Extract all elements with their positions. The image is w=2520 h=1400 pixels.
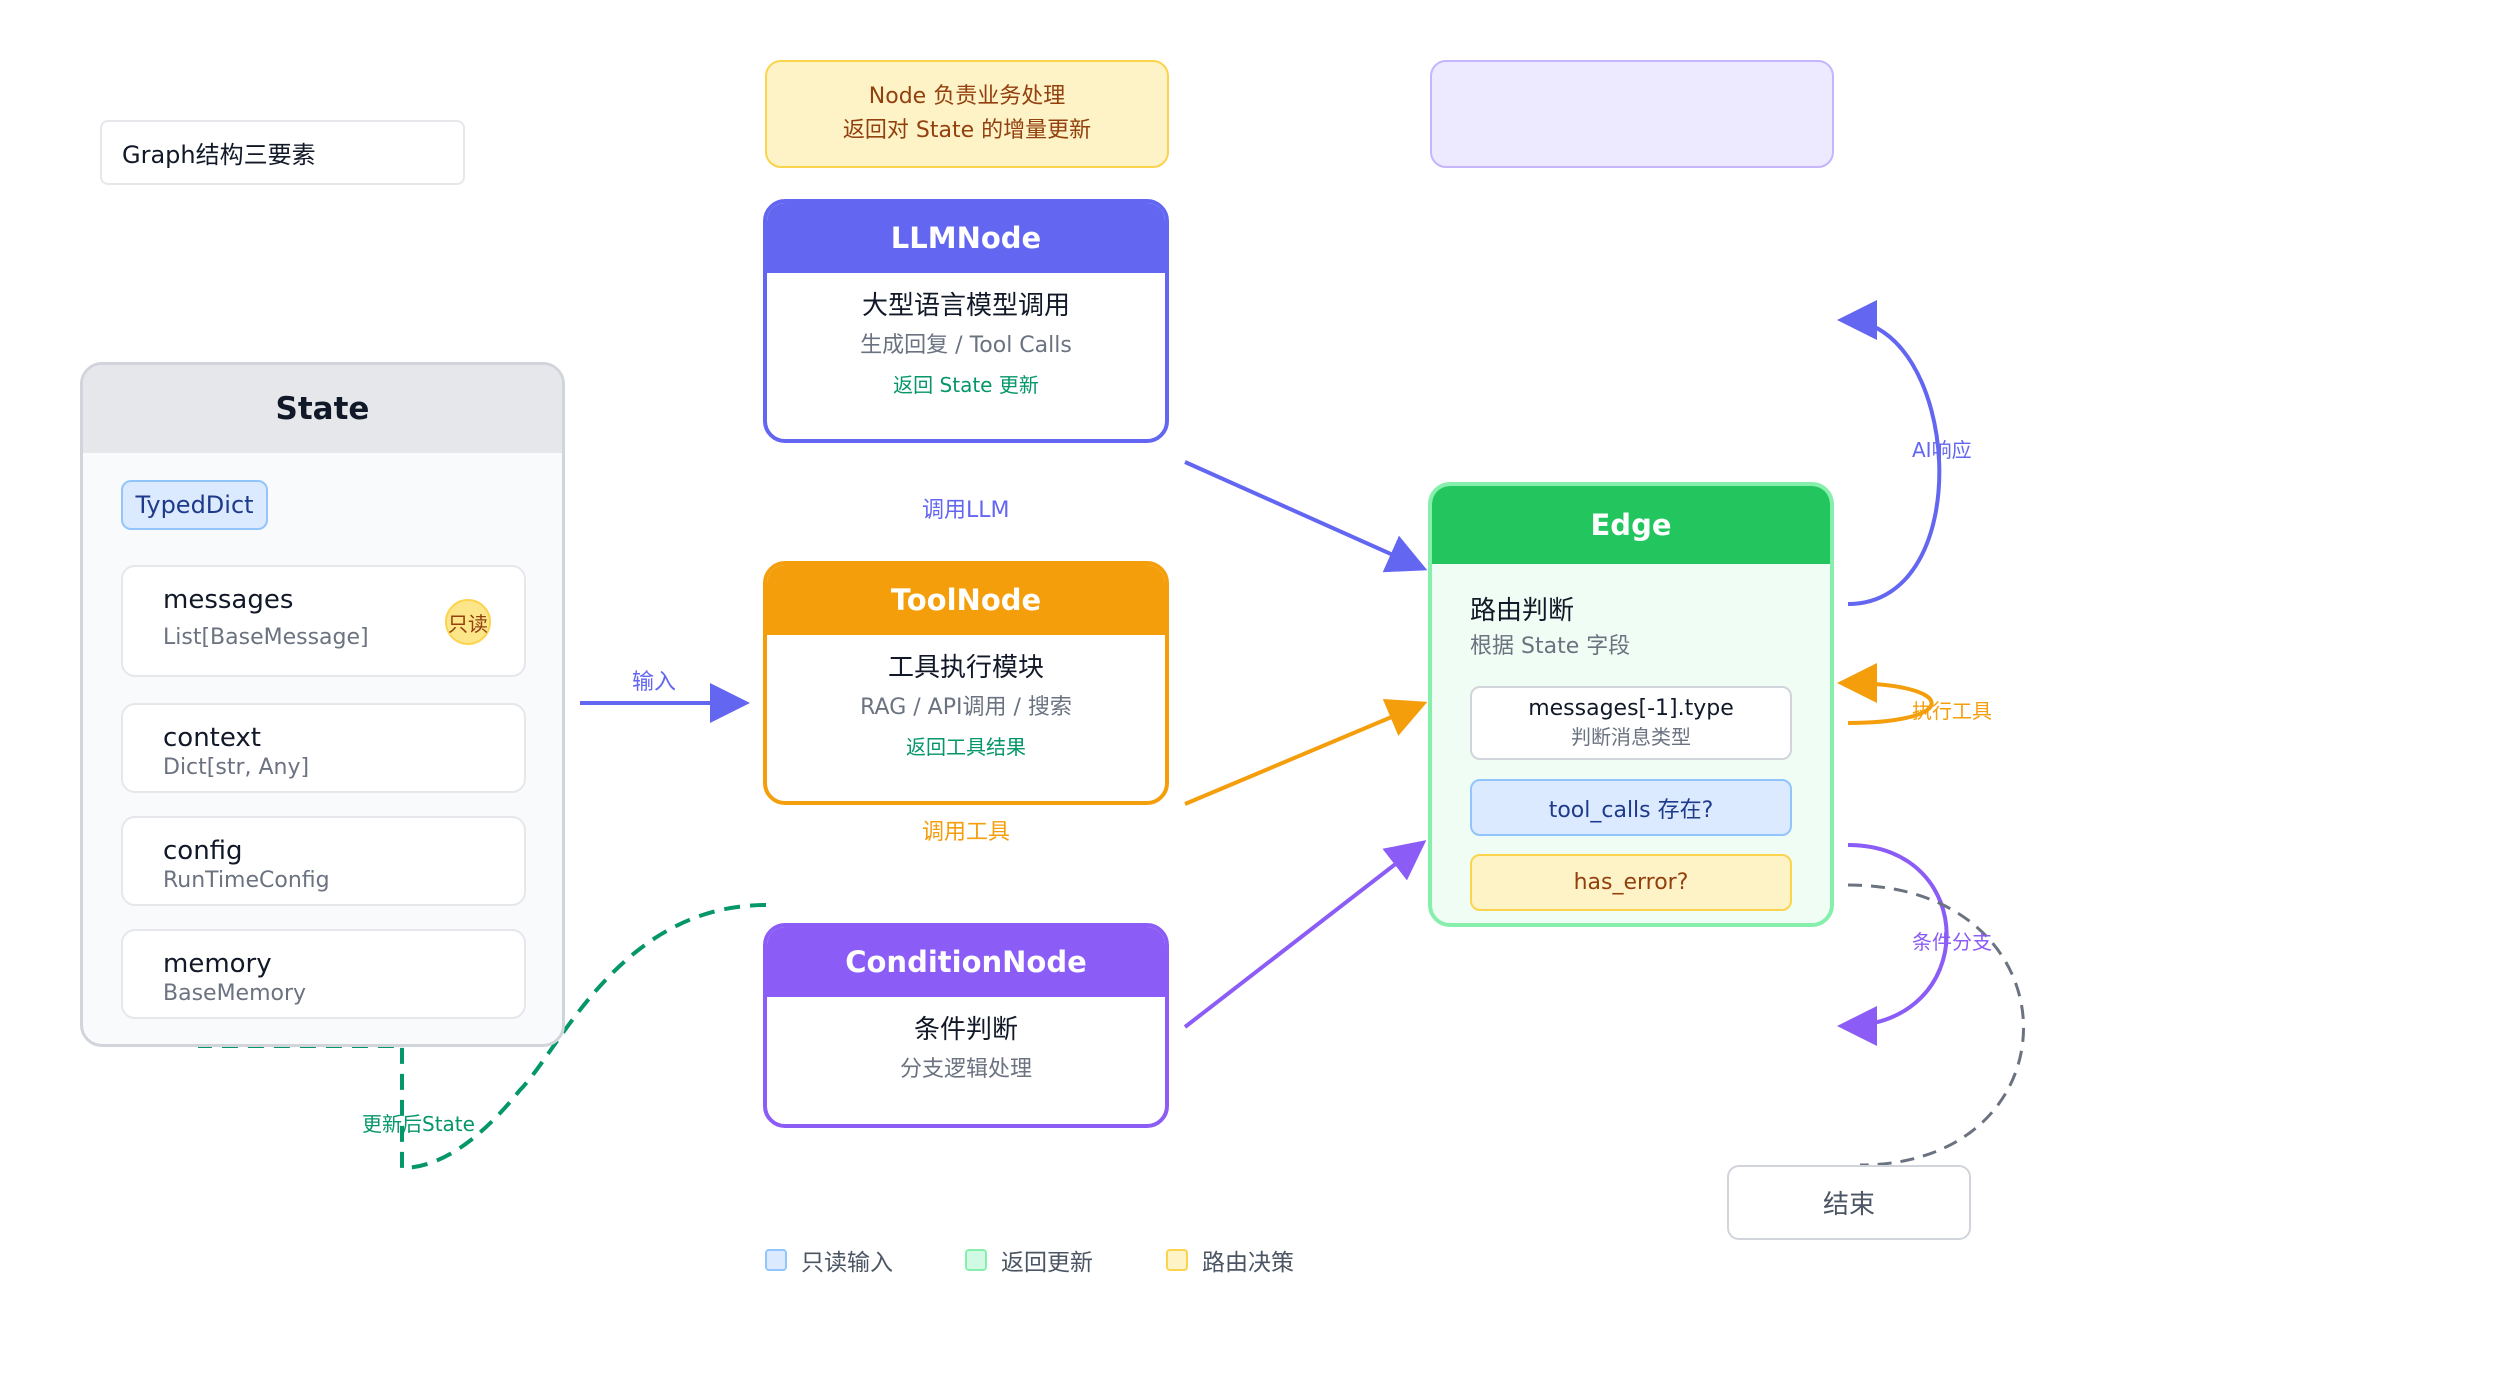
tool-node-return: 返回工具结果 xyxy=(906,735,1026,759)
typeddict-badge: TypedDict xyxy=(121,480,268,530)
updated-state-arrow xyxy=(104,903,767,1171)
field-type: Dict[str, Any] xyxy=(163,755,310,780)
state-field-config: config RunTimeConfig xyxy=(121,816,526,906)
ai-response-arrow xyxy=(1837,300,1942,606)
cond-branch-arrow xyxy=(1837,843,1949,1046)
edge-card: Edge 路由判断 根据 State 字段 messages[-1].type … xyxy=(1428,482,1834,927)
state-field-memory: memory BaseMemory xyxy=(121,929,526,1019)
condition-message-type-expr: messages[-1].type xyxy=(1528,696,1734,721)
field-name: messages xyxy=(163,585,294,615)
tool-node: ToolNode 工具执行模块 RAG / API调用 / 搜索 返回工具结果 xyxy=(763,561,1169,805)
node-note-line2: 返回对 State 的增量更新 xyxy=(842,118,1092,143)
empty-note xyxy=(1430,60,1834,168)
input-label: 输入 xyxy=(632,670,677,695)
updated-state-label: 更新后State xyxy=(362,1112,475,1136)
call-tool-label: 调用工具 xyxy=(922,820,1011,845)
field-name: config xyxy=(163,836,243,866)
condition-node-subtitle: 分支逻辑处理 xyxy=(899,1057,1032,1082)
condition-message-type-desc: 判断消息类型 xyxy=(1571,725,1691,749)
field-name: memory xyxy=(163,949,272,979)
llm-node-title: 大型语言模型调用 xyxy=(861,291,1070,321)
edge-header: Edge xyxy=(1432,486,1830,564)
state-header: State xyxy=(83,365,562,453)
state-field-messages: messages List[BaseMessage] 只读 xyxy=(121,565,526,677)
condition-node-header: ConditionNode xyxy=(767,927,1165,997)
llm-to-edge-arrow xyxy=(1184,460,1428,573)
ai-response-label: AI响应 xyxy=(1912,438,1972,462)
end-node: 结束 xyxy=(1727,1165,1971,1240)
field-type: List[BaseMessage] xyxy=(163,625,369,650)
llm-node-subtitle: 生成回复 / Tool Calls xyxy=(860,333,1072,358)
condition-message-type: messages[-1].type 判断消息类型 xyxy=(1470,686,1792,760)
legend-item-routing: 路由决策 xyxy=(1166,1243,1294,1277)
legend-item-readonly: 只读输入 xyxy=(765,1243,893,1277)
legend-label: 只读输入 xyxy=(801,1250,893,1276)
diagram-title: Graph结构三要素 xyxy=(100,120,465,185)
field-type: BaseMemory xyxy=(163,981,307,1006)
tool-node-subtitle: RAG / API调用 / 搜索 xyxy=(860,695,1072,720)
llm-node-return: 返回 State 更新 xyxy=(893,373,1039,397)
edge-title: 路由判断 xyxy=(1470,596,1575,626)
legend-item-update: 返回更新 xyxy=(965,1243,1093,1277)
field-type: RunTimeConfig xyxy=(163,868,330,893)
condition-node: ConditionNode 条件判断 分支逻辑处理 xyxy=(763,923,1169,1128)
node-note: Node 负责业务处理 返回对 State 的增量更新 xyxy=(765,60,1169,168)
legend-label: 返回更新 xyxy=(1001,1250,1093,1276)
condition-tool-calls: tool_calls 存在? xyxy=(1470,779,1792,836)
llm-node: LLMNode 大型语言模型调用 生成回复 / Tool Calls 返回 St… xyxy=(763,199,1169,443)
tool-node-header: ToolNode xyxy=(767,565,1165,635)
legend-swatch xyxy=(965,1249,987,1271)
cond-to-edge-arrow xyxy=(1183,840,1427,1029)
legend-swatch xyxy=(1166,1249,1188,1271)
exec-tool-arrow xyxy=(1837,663,1934,725)
state-field-context: context Dict[str, Any] xyxy=(121,703,526,793)
legend-label: 路由决策 xyxy=(1202,1250,1294,1276)
legend-swatch xyxy=(765,1249,787,1271)
node-note-line1: Node 负责业务处理 xyxy=(868,84,1066,109)
condition-node-title: 条件判断 xyxy=(913,1015,1018,1045)
field-name: context xyxy=(163,723,261,753)
condition-has-error: has_error? xyxy=(1470,854,1792,911)
tool-node-title: 工具执行模块 xyxy=(887,653,1044,683)
call-llm-label: 调用LLM xyxy=(922,498,1010,523)
tool-to-edge-arrow xyxy=(1184,698,1428,806)
llm-node-header: LLMNode xyxy=(767,203,1165,273)
readonly-badge: 只读 xyxy=(445,599,491,645)
exec-tool-label: 执行工具 xyxy=(1912,699,1992,723)
state-panel: State TypedDict messages List[BaseMessag… xyxy=(80,362,565,1047)
cond-branch-label: 条件分支 xyxy=(1912,930,1992,954)
edge-subtitle: 根据 State 字段 xyxy=(1470,634,1631,659)
